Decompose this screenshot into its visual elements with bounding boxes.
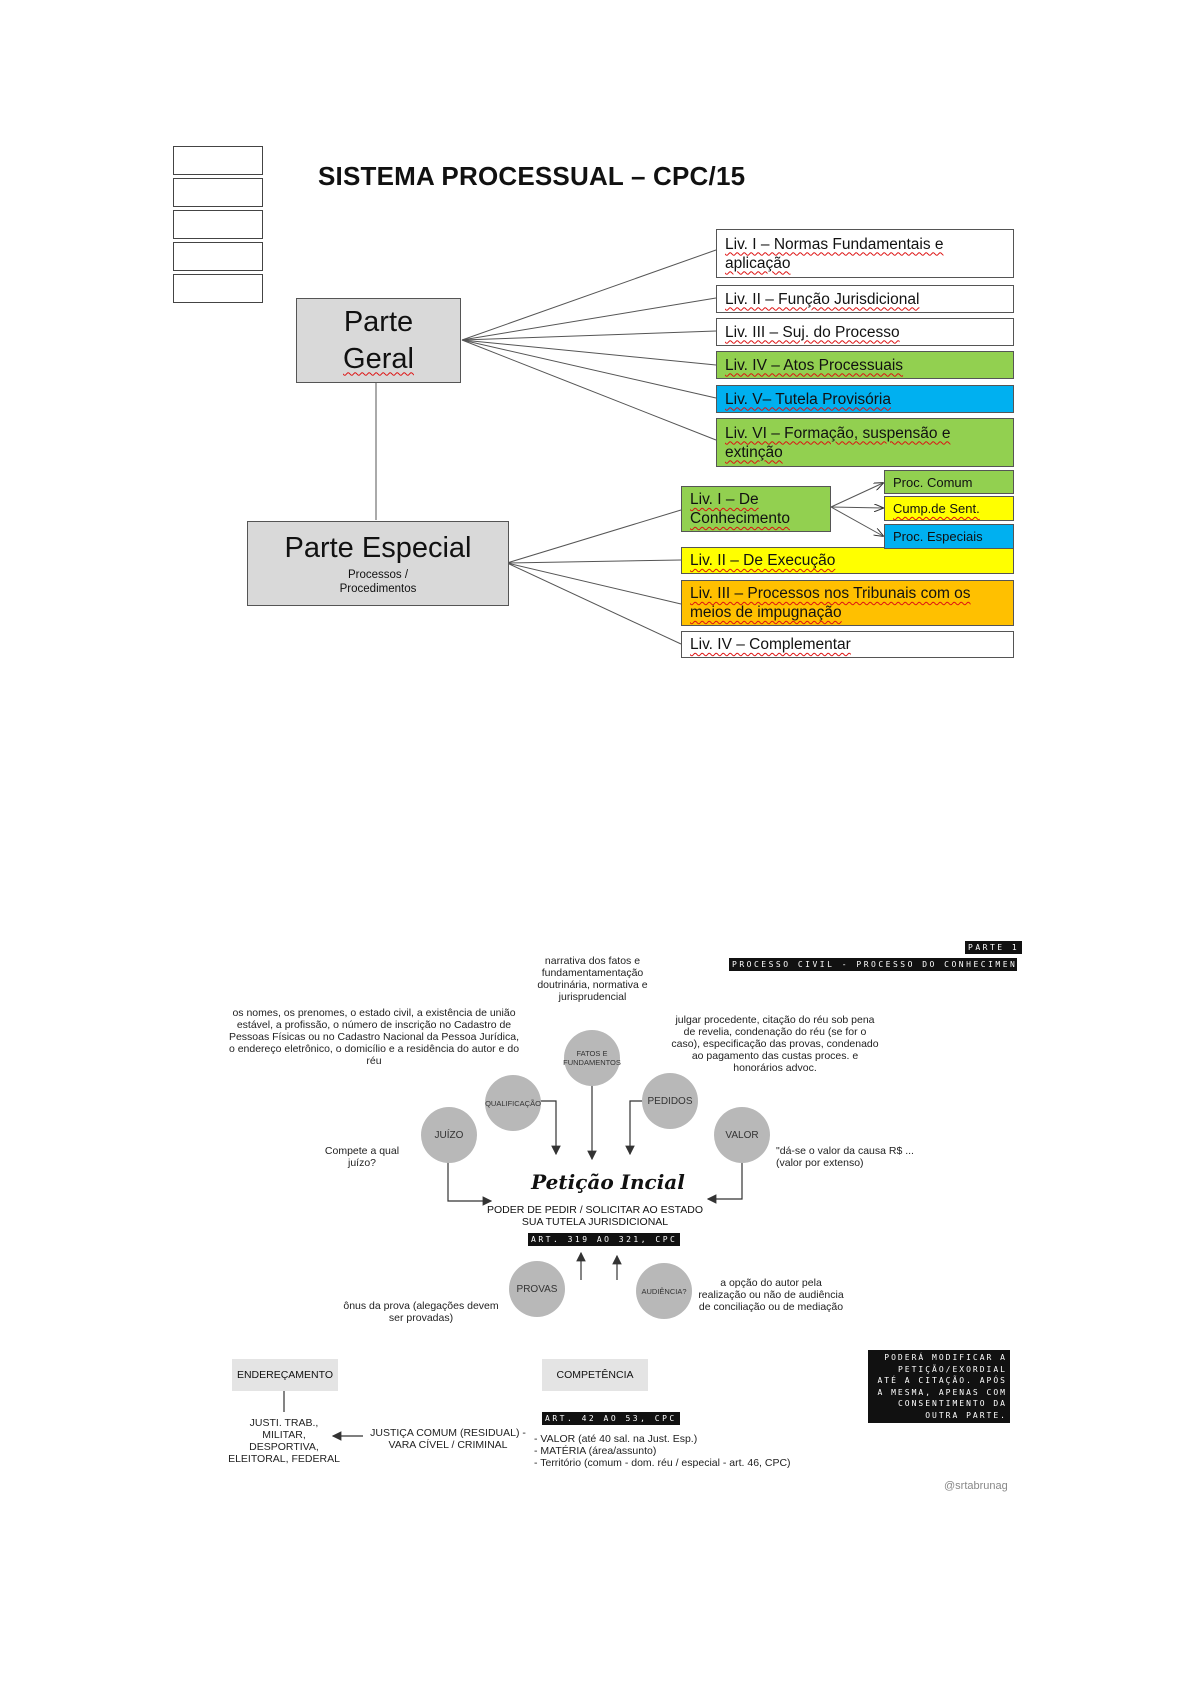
parte-especial-label: Parte Especial [284, 531, 472, 564]
livro-especial-2: Liv. II – De Execução [681, 547, 1014, 574]
circle-juizo: JUÍZO [421, 1107, 477, 1163]
circle-qualificacao: QUALIFICAÇÃO [485, 1075, 541, 1131]
parte-geral-line1: Parte [343, 305, 414, 338]
page-title: SISTEMA PROCESSUAL – CPC/15 [318, 161, 746, 191]
modificar-note: PODERÁ MODIFICAR A PETIÇÃO/EXORDIAL ATÉ … [868, 1350, 1010, 1423]
peticao-sub2: SUA TUTELA JURISDICIONAL [521, 1216, 669, 1228]
header-processo: PROCESSO CIVIL - PROCESSO DO CONHECIMENT… [729, 958, 1017, 971]
parte-especial-sub2: Procedimentos [339, 582, 417, 595]
art-319-label: ART. 319 AO 321, CPC [528, 1233, 681, 1246]
stub-box [173, 242, 263, 271]
competencia-box: COMPETÊNCIA [542, 1359, 648, 1391]
qualificacao-note: os nomes, os prenomes, o estado civil, a… [228, 1007, 520, 1067]
justi-trab-note: JUSTI. TRAB., MILITAR, DESPORTIVA, ELEIT… [228, 1417, 340, 1465]
livro-especial-1: Liv. I – De Conhecimento [681, 486, 831, 532]
header-parte: PARTE 1 [965, 941, 1023, 954]
parte-especial-box: Parte Especial Processos / Procedimentos [247, 521, 509, 606]
juizo-note: Compete a qual juízo? [324, 1145, 400, 1169]
livro-geral-5: Liv. V– Tutela Provisória [716, 385, 1014, 413]
livro-especial-4: Liv. IV – Complementar [681, 631, 1014, 658]
parte-especial-sub1: Processos / [347, 568, 409, 581]
competencia-item-3: - Território (comum - dom. réu / especia… [534, 1457, 791, 1469]
livro-geral-4: Liv. IV – Atos Processuais [716, 351, 1014, 379]
peticao-sub1: PODER DE PEDIR / SOLICITAR AO ESTADO [486, 1204, 704, 1216]
peticao-title: Petição Incial [531, 1170, 685, 1194]
competencia-item-2: - MATÉRIA (área/assunto) [534, 1445, 657, 1457]
author-handle: @srtabrunag [944, 1480, 1008, 1492]
valor-note: "dá-se o valor da causa R$ ... (valor po… [776, 1145, 914, 1169]
pedidos-note: julgar procedente, citação do réu sob pe… [671, 1014, 879, 1074]
enderecamento-box: ENDEREÇAMENTO [232, 1359, 338, 1391]
stub-box [173, 178, 263, 207]
livro-geral-1: Liv. I – Normas Fundamentais e aplicação [716, 229, 1014, 278]
livro-especial-3: Liv. III – Processos nos Tribunais com o… [681, 580, 1014, 626]
stub-box [173, 274, 263, 303]
competencia-item-1: - VALOR (até 40 sal. na Just. Esp.) [534, 1433, 698, 1445]
parte-geral-line2: Geral [343, 342, 414, 375]
livro-geral-3: Liv. III – Suj. do Processo [716, 318, 1014, 346]
stub-box [173, 146, 263, 175]
stub-box [173, 210, 263, 239]
circle-audiencia: AUDIÊNCIA? [636, 1263, 692, 1319]
audiencia-note: a opção do autor pela realização ou não … [698, 1277, 844, 1313]
livro-geral-2: Liv. II – Função Jurisdicional [716, 285, 1014, 313]
justica-comum-note: JUSTIÇA COMUM (RESIDUAL) - VARA CÍVEL / … [370, 1427, 526, 1451]
circle-valor: VALOR [714, 1107, 770, 1163]
sub-proc-especiais: Proc. Especiais [884, 524, 1014, 549]
livro-geral-6: Liv. VI – Formação, suspensão e extinção [716, 418, 1014, 467]
sub-cump-sent: Cump.de Sent. [884, 496, 1014, 521]
art-42-label: ART. 42 AO 53, CPC [542, 1412, 680, 1425]
parte-geral-box: Parte Geral [296, 298, 461, 383]
provas-note: ônus da prova (alegações devem ser prova… [343, 1300, 499, 1324]
circle-pedidos: PEDIDOS [642, 1073, 698, 1129]
circle-fatos-fundamentos: FATOS E FUNDAMENTOS [563, 1030, 621, 1086]
circle-provas: PROVAS [509, 1261, 565, 1317]
fatos-note: narrativa dos fatos e fundamentamentação… [537, 955, 648, 1003]
sub-proc-comum: Proc. Comum [884, 470, 1014, 494]
